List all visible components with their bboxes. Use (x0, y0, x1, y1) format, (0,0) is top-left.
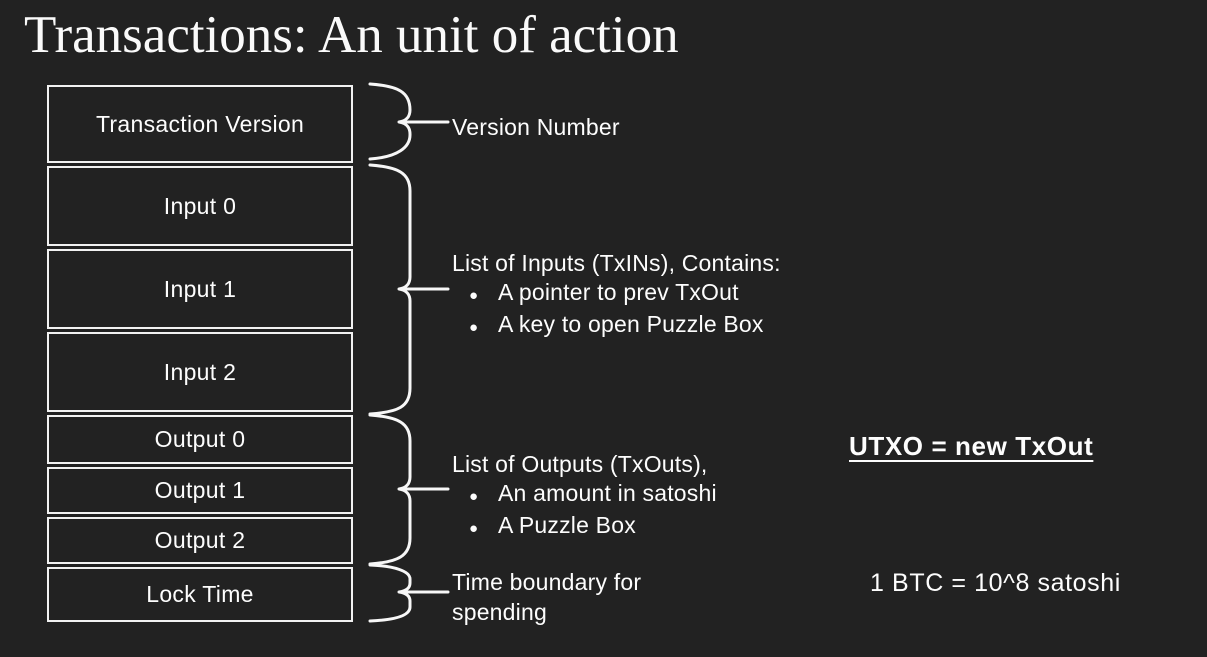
inputs-bullet-item: ● A pointer to prev TxOut (452, 278, 781, 310)
outputs-bullet-text: A Puzzle Box (498, 512, 636, 538)
tx-box-output-2: Output 2 (47, 517, 353, 564)
locktime-annotation-line: Time boundary for (452, 569, 642, 595)
tx-box-label: Input 0 (163, 192, 237, 219)
bullet-icon: ● (469, 488, 479, 505)
inputs-bullet-item: ● A key to open Puzzle Box (452, 310, 781, 342)
tx-box-label: Output 1 (154, 477, 246, 503)
inputs-annotation-heading: List of Inputs (TxINs), Contains: (452, 250, 781, 276)
tx-box-label: Input 2 (163, 358, 237, 385)
tx-box-label: Transaction Version (95, 110, 305, 137)
outputs-bullet-item: ● A Puzzle Box (452, 511, 717, 543)
brace-outputs-icon (368, 413, 450, 566)
locktime-annotation-line: spending (452, 599, 547, 625)
tx-box-output-1: Output 1 (47, 467, 353, 514)
inputs-annotation: List of Inputs (TxINs), Contains: ● A po… (452, 249, 781, 342)
tx-box-label: Output 0 (154, 426, 246, 452)
inputs-bullet-text: A key to open Puzzle Box (498, 311, 764, 337)
tx-box-input-2: Input 2 (47, 332, 353, 412)
version-annotation: Version Number (452, 113, 620, 142)
bullet-icon: ● (469, 319, 479, 336)
tx-box-input-0: Input 0 (47, 166, 353, 246)
tx-box-label: Lock Time (146, 581, 254, 607)
tx-box-label: Input 1 (163, 275, 237, 302)
bullet-icon: ● (469, 287, 479, 304)
outputs-annotation: List of Outputs (TxOuts), ● An amount in… (452, 450, 717, 543)
brace-version-icon (368, 82, 450, 161)
transaction-structure-diagram: Transaction Version Input 0 Input 1 Inpu… (47, 85, 353, 625)
btc-satoshi-note: 1 BTC = 10^8 satoshi (870, 569, 1121, 597)
utxo-definition-note: UTXO = new TxOut (849, 431, 1094, 461)
tx-box-output-0: Output 0 (47, 415, 353, 464)
tx-box-lock-time: Lock Time (47, 567, 353, 622)
version-annotation-label: Version Number (452, 114, 620, 140)
tx-box-input-1: Input 1 (47, 249, 353, 329)
slide-title: Transactions: An unit of action (24, 6, 679, 64)
brace-locktime-icon (368, 563, 450, 623)
brace-inputs-icon (368, 163, 450, 416)
tx-box-label: Output 2 (154, 527, 246, 553)
outputs-annotation-heading: List of Outputs (TxOuts), (452, 451, 708, 477)
inputs-bullet-text: A pointer to prev TxOut (498, 279, 739, 305)
tx-box-transaction-version: Transaction Version (47, 85, 353, 163)
outputs-bullet-item: ● An amount in satoshi (452, 479, 717, 511)
bullet-icon: ● (469, 520, 479, 537)
locktime-annotation: Time boundary for spending (452, 567, 641, 627)
outputs-bullet-text: An amount in satoshi (498, 480, 717, 506)
